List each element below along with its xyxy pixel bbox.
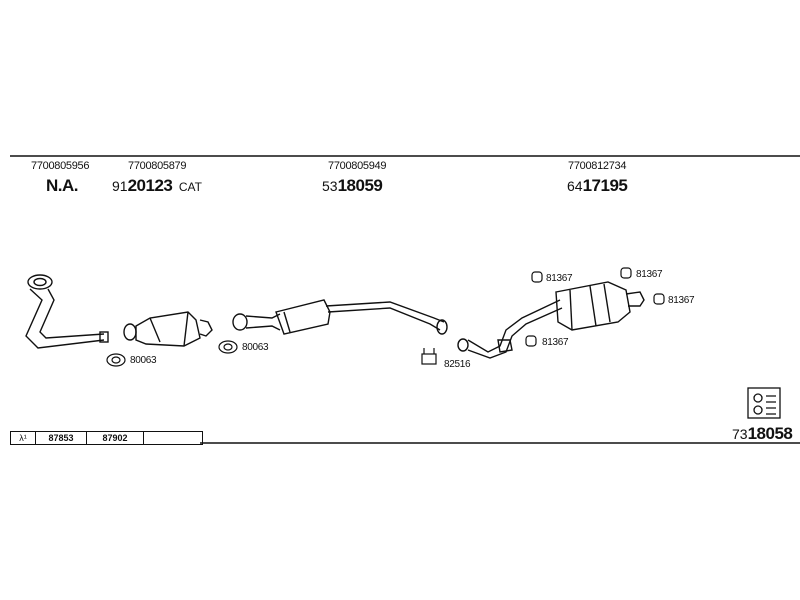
clamp-ref: 82516: [444, 359, 471, 370]
lambda-cell-2: 87902: [87, 432, 144, 444]
part-number-p2: 20123: [127, 176, 173, 195]
lambda-sensor-table: λ¹ 87853 87902: [10, 431, 203, 445]
lambda-cell-1: 87853: [36, 432, 87, 444]
hanger-ref-3: 81367: [668, 295, 695, 306]
oem-number-p3: 7700805949: [328, 160, 387, 172]
catalytic-converter-drawing: [123, 311, 213, 347]
front-pipe-drawing: [25, 274, 109, 349]
fitting-kit-icon: [747, 387, 781, 419]
kit-prefix: 73: [732, 426, 748, 442]
part-number-p1: N.A.: [46, 176, 79, 195]
part-number-group-p3: 5318059: [322, 176, 383, 196]
middle-pipe-drawing: [232, 299, 448, 335]
kit-number: 18058: [747, 424, 793, 443]
clamp-drawing: [421, 348, 437, 365]
hanger-ref-2: 81367: [636, 269, 663, 280]
gasket-ref-1: 80063: [130, 355, 157, 366]
part-number-p3: 18059: [337, 176, 383, 195]
rear-silencer-drawing: [457, 281, 645, 359]
part-number-group-p2: 9120123 CAT: [112, 176, 202, 196]
kit-number-group: 7318058: [732, 424, 793, 444]
part-prefix-p3: 53: [322, 178, 338, 194]
lambda-cell-3: [144, 432, 202, 444]
part-number-group-p4: 6417195: [567, 176, 628, 196]
part-number-p4: 17195: [582, 176, 628, 195]
oem-number-p2: 7700805879: [128, 160, 187, 172]
oem-number-p1: 7700805956: [31, 160, 90, 172]
gasket-drawing-1: [106, 353, 126, 367]
gasket-drawing-2: [218, 340, 238, 354]
lambda-symbol: λ¹: [11, 432, 36, 444]
gasket-ref-2: 80063: [242, 342, 269, 353]
hanger-ref-1: 81367: [546, 273, 573, 284]
part-prefix-p4: 64: [567, 178, 583, 194]
part-prefix-p2: 91: [112, 178, 128, 194]
hanger-ref-4: 81367: [542, 337, 569, 348]
hanger-drawings: [525, 267, 665, 347]
part-suffix-p2: CAT: [178, 180, 202, 194]
oem-number-p4: 7700812734: [568, 160, 627, 172]
